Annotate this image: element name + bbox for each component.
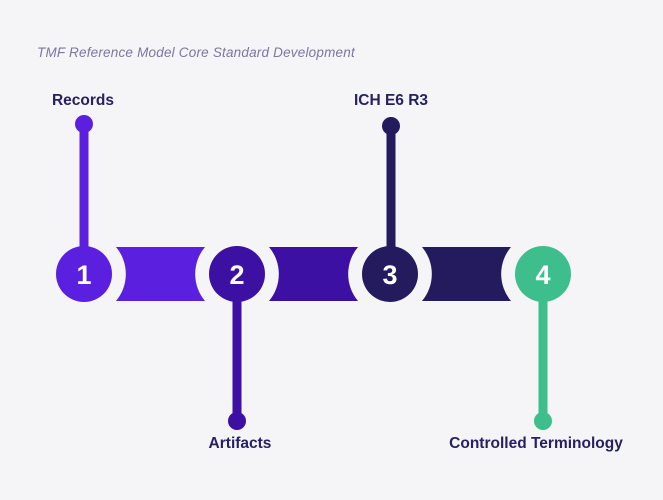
connector-bar-1-2 <box>116 247 205 301</box>
connector-bar-3-4 <box>422 247 511 301</box>
stem-records-dot <box>75 115 93 133</box>
step-circle-2 <box>209 246 265 302</box>
stem-ich-dot <box>382 117 400 135</box>
stem-ich-line <box>386 126 396 274</box>
stem-controlled-terminology <box>534 274 552 430</box>
stem-ich <box>382 117 400 274</box>
step-number-3: 3 <box>382 260 397 290</box>
stem-controlled-terminology-line <box>538 274 548 421</box>
stem-records <box>75 115 93 274</box>
stem-records-line <box>79 124 89 274</box>
stem-artifacts-line <box>232 274 242 421</box>
step-circle-3 <box>362 246 418 302</box>
step-label-ich-e6-r3: ICH E6 R3 <box>353 92 429 109</box>
step-circle-4 <box>515 246 571 302</box>
step-number-4: 4 <box>535 260 550 290</box>
stem-artifacts-dot <box>228 412 246 430</box>
page-title: TMF Reference Model Core Standard Develo… <box>37 45 355 60</box>
step-label-controlled-terminology: Controlled Terminology <box>449 435 623 452</box>
step-number-1: 1 <box>76 260 91 290</box>
stem-controlled-terminology-dot <box>534 412 552 430</box>
stem-artifacts <box>228 274 246 430</box>
step-number-2: 2 <box>229 260 244 290</box>
connector-bar-2-3 <box>269 247 358 301</box>
step-label-records: Records <box>51 92 115 109</box>
step-label-artifacts: Artifacts <box>208 435 272 452</box>
step-circle-1 <box>56 246 112 302</box>
